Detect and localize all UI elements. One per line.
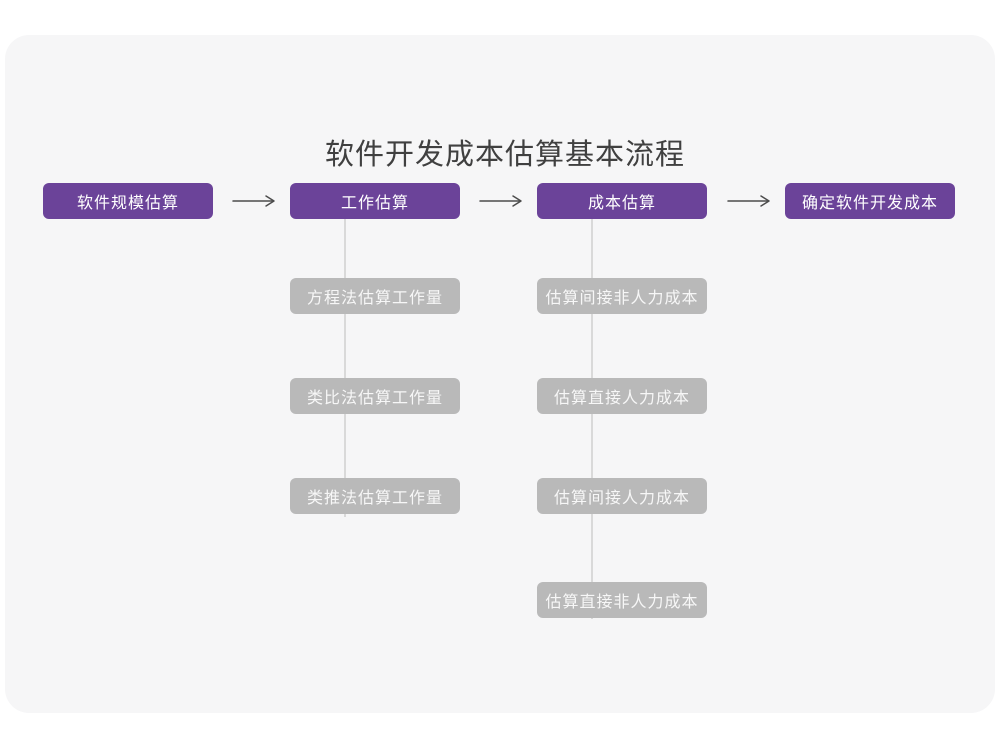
node-software-size-estimation: 软件规模估算 [43,183,213,219]
connector-line-work-estimation [344,219,346,517]
sub-node-direct-non-labor-cost: 估算直接非人力成本 [537,582,707,618]
sub-node-indirect-labor-cost: 估算间接人力成本 [537,478,707,514]
sub-node-indirect-non-labor-cost: 估算间接非人力成本 [537,278,707,314]
connector-line-cost-estimation [591,219,593,619]
diagram-title: 软件开发成本估算基本流程 [324,139,685,171]
arrow-right-icon [727,195,770,207]
node-effort-estimation: 工作估算 [290,183,460,219]
sub-node-equation-method: 方程法估算工作量 [290,278,460,314]
sub-node-extrapolation-method: 类推法估算工作量 [290,478,460,514]
arrow-right-icon [232,195,275,207]
node-determine-development-cost: 确定软件开发成本 [785,183,955,219]
arrow-right-icon [479,195,522,207]
sub-node-analogy-method: 类比法估算工作量 [290,378,460,414]
node-cost-estimation: 成本估算 [537,183,707,219]
diagram-card: 软件开发成本估算基本流程 软件规模估算 工作估算 成本估算 确定软件开发成本 方… [5,35,995,713]
sub-node-direct-labor-cost: 估算直接人力成本 [537,378,707,414]
